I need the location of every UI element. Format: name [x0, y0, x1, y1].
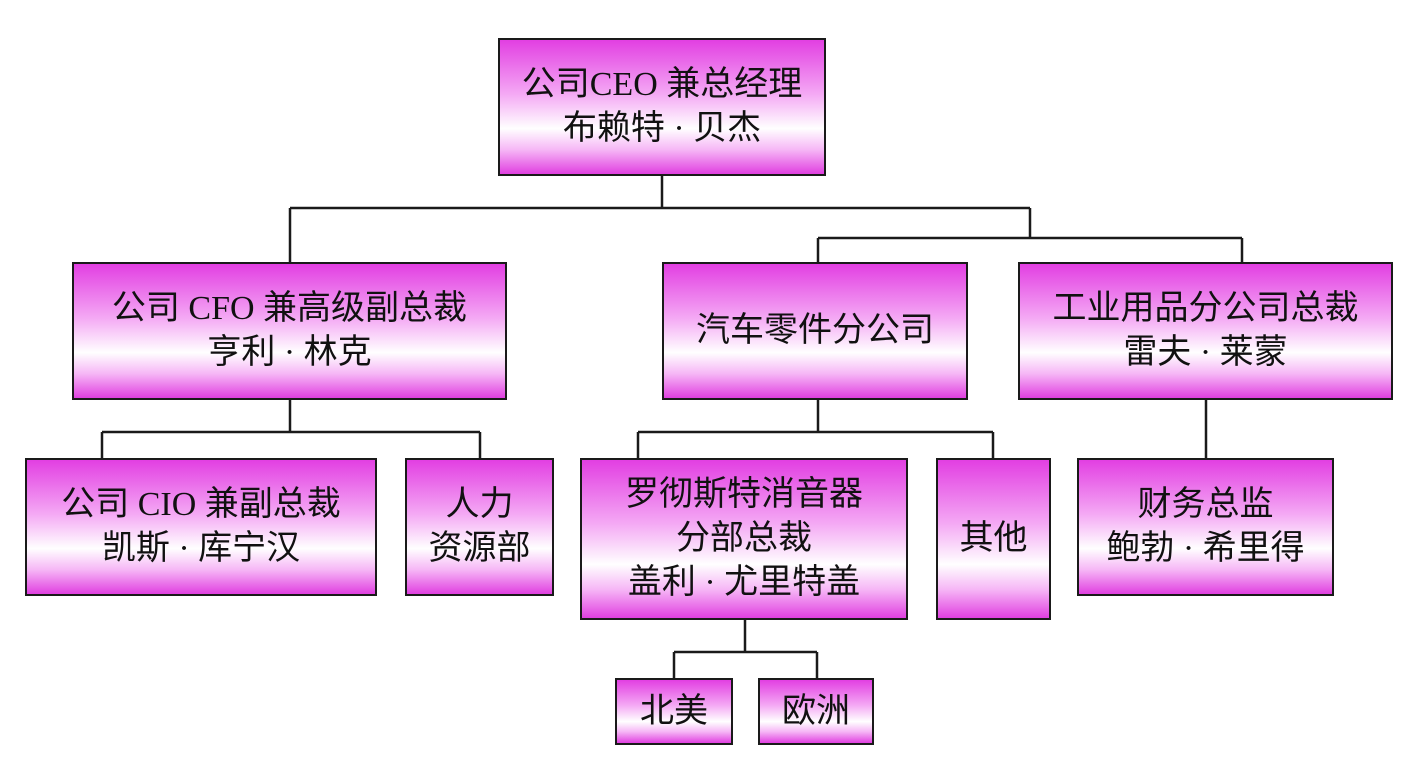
node-text: 财务总监: [1137, 486, 1274, 523]
node-text: 北美: [640, 692, 708, 730]
node-muffler: 罗彻斯特消音器 分部总裁 盖利 · 尤里特盖: [580, 458, 908, 620]
node-text: 其他: [959, 520, 1028, 557]
node-text: 工业用品分公司总裁: [1052, 290, 1359, 327]
node-text: 公司CEO 兼总经理: [521, 66, 803, 103]
node-text: 凯斯 · 库宁汉: [101, 530, 301, 567]
node-cfo: 公司 CFO 兼高级副总裁 亨利 · 林克: [72, 262, 507, 400]
connector-cfo: [100, 400, 482, 458]
node-text: 盖利 · 尤里特盖: [627, 564, 861, 601]
node-cio: 公司 CIO 兼副总裁 凯斯 · 库宁汉: [25, 458, 377, 596]
node-europe: 欧洲: [758, 678, 874, 745]
connector-ceo: [288, 176, 1244, 262]
node-text: 公司 CIO 兼副总裁: [61, 486, 341, 523]
node-ceo: 公司CEO 兼总经理 布赖特 · 贝杰: [498, 38, 826, 176]
node-other: 其他: [936, 458, 1051, 620]
node-text: 亨利 · 林克: [207, 334, 372, 371]
node-text: 分部总裁: [676, 520, 812, 557]
node-text: 汽车零件分公司: [696, 312, 934, 349]
node-text: 公司 CFO 兼高级副总裁: [111, 290, 468, 327]
connector-auto: [636, 400, 995, 458]
node-hr: 人力 资源部: [405, 458, 554, 596]
node-text: 资源部: [428, 530, 531, 567]
node-text: 罗彻斯特消音器: [625, 476, 863, 513]
node-text: 人力: [445, 486, 514, 523]
node-industrial: 工业用品分公司总裁 雷夫 · 莱蒙: [1018, 262, 1393, 400]
node-text: 布赖特 · 贝杰: [562, 110, 762, 147]
node-auto-parts: 汽车零件分公司: [662, 262, 968, 400]
connector-muffler: [672, 620, 819, 678]
node-finance: 财务总监 鲍勃 · 希里得: [1077, 458, 1334, 596]
node-text: 雷夫 · 莱蒙: [1123, 334, 1288, 371]
node-north-america: 北美: [615, 678, 733, 745]
node-text: 欧洲: [782, 692, 850, 730]
node-text: 鲍勃 · 希里得: [1106, 530, 1305, 567]
